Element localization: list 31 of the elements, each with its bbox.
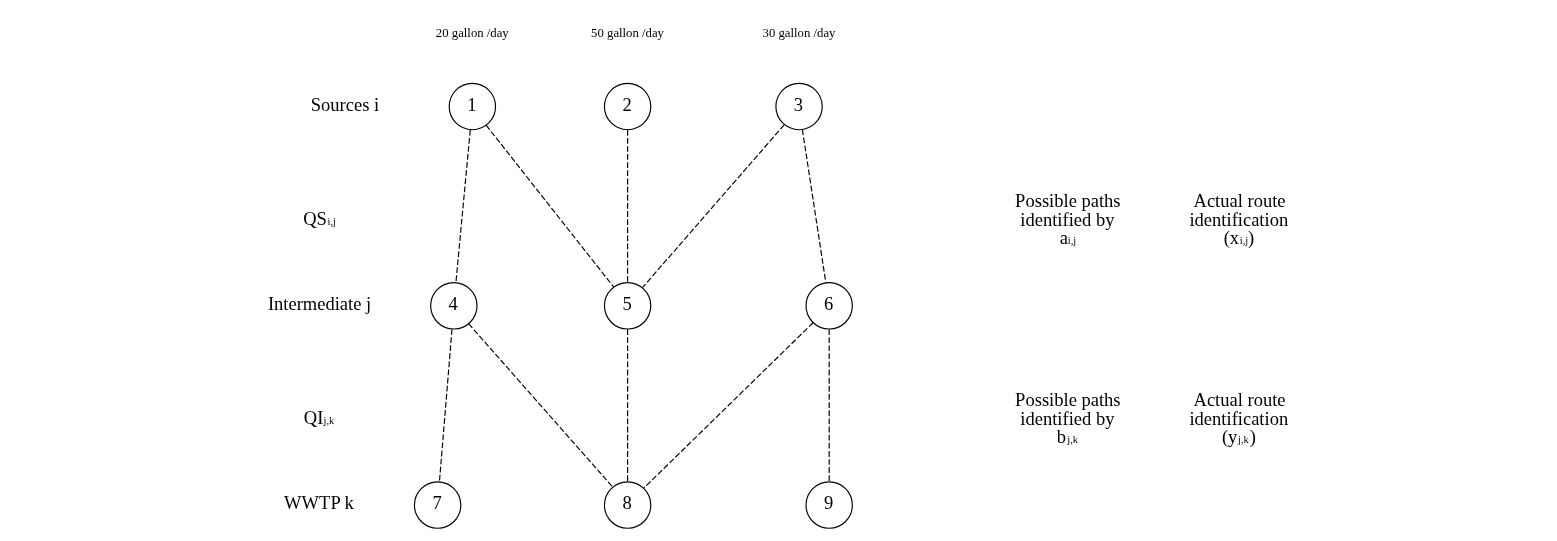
connector [828,328,830,483]
connector [438,328,453,483]
label: Sources i [310,93,380,115]
node-circle: 9 [805,481,853,529]
node-circle: 5 [603,282,652,330]
node-circle: 7 [413,481,462,529]
label: Actual route identification (xi,j) [1189,190,1289,249]
node-circle: 3 [775,82,823,131]
connector [627,328,629,483]
node-circle: 8 [603,481,652,529]
node-label: 20 gallon /day [435,25,509,40]
connector [455,129,471,284]
label: Actual route identification (yj,k) [1189,389,1289,448]
label: WWTP k [284,492,354,514]
connector [801,129,827,284]
node-label: 50 gallon /day [591,25,664,40]
node-circle: 2 [603,82,652,131]
node-circle: 4 [430,282,478,330]
connector [642,124,785,288]
node-label: 30 gallon /day [762,25,836,40]
label: Possible paths identified by bj,k [1015,389,1121,448]
node-circle: 6 [805,282,853,330]
label: Possible paths identified by ai,j [1015,190,1121,249]
connector [643,322,814,489]
node-circle: 1 [448,82,497,131]
label: QIj,k [303,406,335,428]
label: QSi,j [303,207,336,229]
connector [485,124,615,288]
connector [468,323,614,488]
connector [627,129,629,284]
label: Intermediate j [267,293,372,315]
